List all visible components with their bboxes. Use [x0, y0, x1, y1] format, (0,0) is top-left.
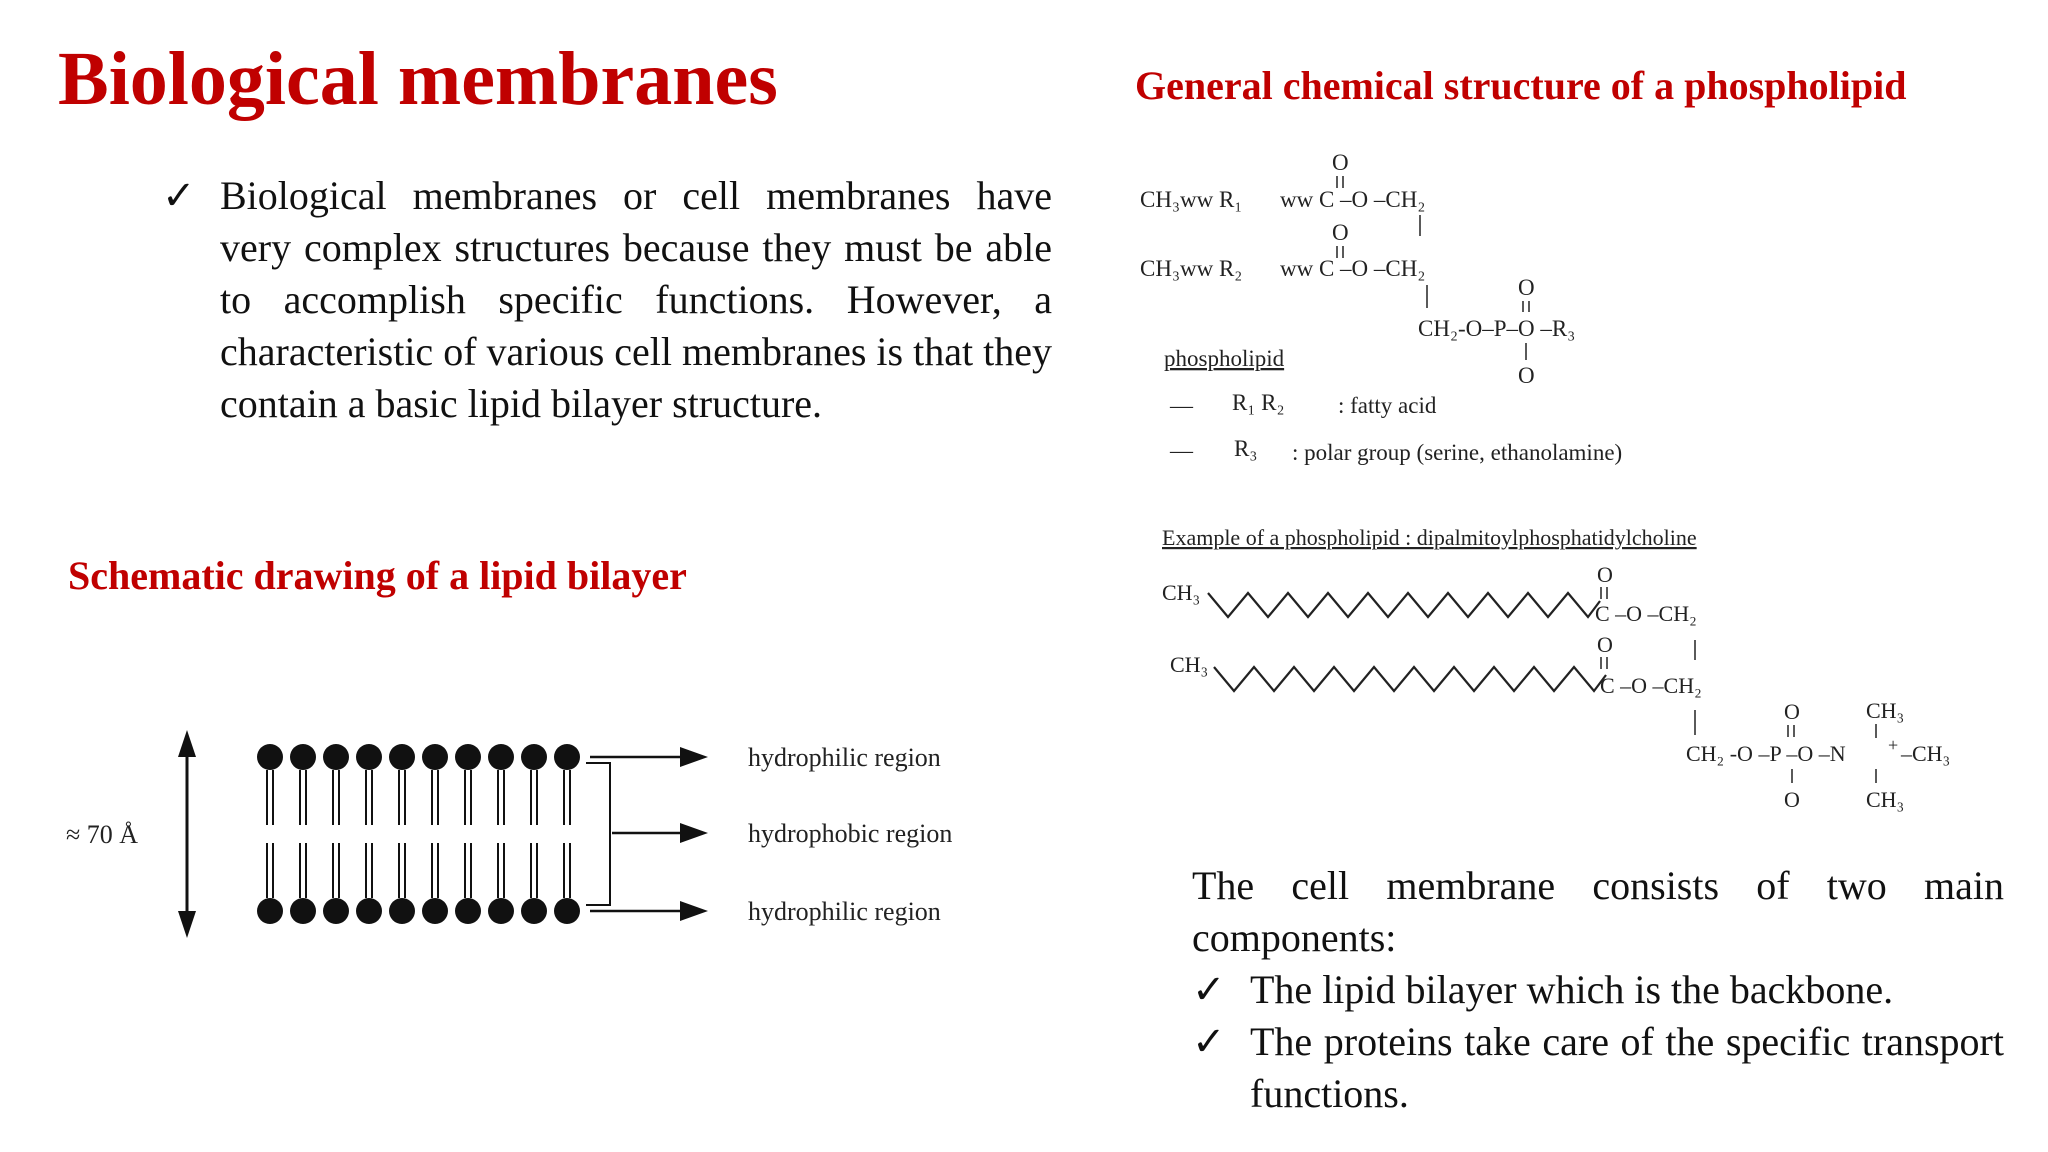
legend-dash-1: — [1169, 393, 1194, 418]
lipid-head [488, 898, 514, 924]
arrow-head-top [680, 747, 708, 767]
component-item-proteins: ✓ The proteins take care of the specific… [1192, 1016, 2004, 1120]
lipid-head [290, 898, 316, 924]
chain1-ch3: CH₃ [1162, 580, 1200, 605]
legend-r3: R₃ [1234, 436, 1257, 461]
r2-chain-label: CH₃ww R₂ [1140, 256, 1242, 281]
arrow-head-bottom [680, 901, 708, 921]
lipid-head [257, 744, 283, 770]
arrow-head-middle [680, 823, 708, 843]
phosphocholine-row: CH₂ -O –P –O –N [1686, 741, 1846, 766]
checkmark-icon: ✓ [162, 173, 196, 218]
carbonyl1-oxygen: O [1597, 562, 1613, 587]
chem-structure-heading: General chemical structure of a phosphol… [1135, 63, 1907, 108]
region-label-middle: hydrophobic region [748, 819, 952, 848]
lipid-head [323, 744, 349, 770]
dppc-example-structure: Example of a phospholipid : dipalmitoylp… [1162, 525, 1950, 812]
lipid-molecule [290, 744, 316, 924]
lipid-molecule [455, 744, 481, 924]
phosphate-oxygen-top: O [1518, 275, 1535, 300]
region-arrows [590, 755, 690, 913]
lipid-molecule [323, 744, 349, 924]
lipid-head [257, 898, 283, 924]
n-methyl-bottom: CH₃ [1866, 787, 1904, 812]
intro-bullet: ✓ Biological membranes or cell membranes… [162, 170, 1052, 430]
phospholipid-label: phospholipid [1164, 346, 1285, 371]
region-label-bottom: hydrophilic region [748, 897, 941, 926]
checkmark-icon: ✓ [1192, 967, 1226, 1012]
components-lead: The cell membrane consists of two main c… [1192, 860, 2004, 964]
lipid-head [554, 898, 580, 924]
lipid-molecule [257, 744, 283, 924]
lipid-head [488, 744, 514, 770]
thickness-label: ≈ 70 Å [66, 820, 138, 849]
lipid-molecule [554, 744, 580, 924]
lipid-molecule [356, 744, 382, 924]
hydrophobic-bracket [586, 762, 611, 906]
legend-dash-2: — [1169, 438, 1194, 463]
phosphate-oxygen-top: O [1784, 699, 1800, 724]
lipid-head [290, 744, 316, 770]
phospholipid-general-structure: CH₃ww R₁ CH₃ww R₂ ww C –O –CH₂ ww C –O –… [1140, 150, 1622, 465]
phosphate-row: CH₂-O–P–O –R₃ [1418, 316, 1575, 341]
n-methyl-top: CH₃ [1866, 698, 1904, 723]
carbonyl2-oxygen: O [1597, 632, 1613, 657]
fatty-acid-chain-1 [1207, 591, 1601, 619]
chain2-ch3: CH₃ [1170, 652, 1208, 677]
ester1-row: C –O –CH₂ [1595, 601, 1697, 626]
carbonyl-oxygen-1: O [1332, 150, 1349, 175]
lipid-head [521, 744, 547, 770]
lipid-head [455, 744, 481, 770]
components-lead-text: The cell membrane consists of two main c… [1192, 863, 2004, 960]
legend-r1-r2: R₁ R₂ [1232, 390, 1284, 415]
legend-polar-group: : polar group (serine, ethanolamine) [1292, 440, 1622, 465]
ester1-label: ww C –O –CH₂ [1280, 187, 1425, 212]
ester2-row: C –O –CH₂ [1600, 673, 1702, 698]
lipid-molecule [422, 744, 448, 924]
page-title: Biological membranes [58, 37, 778, 121]
lipid-head [389, 744, 415, 770]
fatty-acid-chain-2 [1213, 665, 1607, 693]
phosphate-oxygen-bottom: O [1784, 787, 1800, 812]
n-methyl-right: –CH₃ [1900, 741, 1950, 766]
example-label: Example of a phospholipid : dipalmitoylp… [1162, 525, 1697, 550]
component-text-proteins: The proteins take care of the specific t… [1250, 1019, 2004, 1116]
thickness-arrow [178, 730, 196, 938]
r1-chain-label: CH₃ww R₁ [1140, 187, 1242, 212]
lipid-head [455, 898, 481, 924]
intro-text: Biological membranes or cell membranes h… [220, 173, 1052, 426]
lipid-molecules [257, 744, 580, 924]
lipid-head [389, 898, 415, 924]
legend-fatty-acid: : fatty acid [1338, 393, 1437, 418]
carbonyl-oxygen-2: O [1332, 220, 1349, 245]
ammonium-plus: + [1888, 735, 1898, 755]
region-label-top: hydrophilic region [748, 743, 941, 772]
lipid-head [554, 744, 580, 770]
lipid-head [323, 898, 349, 924]
lipid-molecule [521, 744, 547, 924]
lipid-molecule [488, 744, 514, 924]
component-text-lipid: The lipid bilayer which is the backbone. [1250, 967, 1894, 1012]
lipid-head [356, 744, 382, 770]
ester2-label: ww C –O –CH₂ [1280, 256, 1425, 281]
bilayer-heading: Schematic drawing of a lipid bilayer [68, 553, 687, 598]
lipid-molecule [389, 744, 415, 924]
lipid-head [422, 744, 448, 770]
checkmark-icon: ✓ [1192, 1019, 1226, 1064]
lipid-bilayer-diagram: ≈ 70 Å hydrophilic region hydrophobic re… [66, 730, 952, 938]
component-item-lipid: ✓ The lipid bilayer which is the backbon… [1192, 964, 2004, 1016]
lipid-head [521, 898, 547, 924]
components-block: The cell membrane consists of two main c… [1192, 860, 2004, 1120]
phosphate-oxygen-bottom: O [1518, 363, 1535, 388]
lipid-head [422, 898, 448, 924]
lipid-head [356, 898, 382, 924]
